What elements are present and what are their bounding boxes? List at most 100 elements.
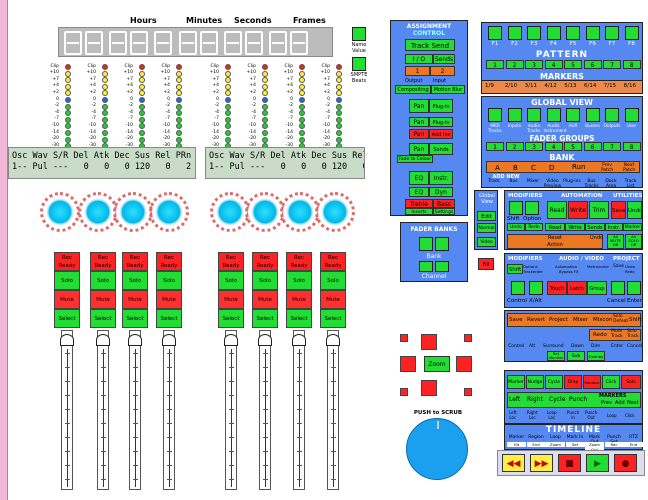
- arrow-down-left-button[interactable]: [400, 388, 408, 396]
- mute-button[interactable]: Mute: [54, 290, 80, 309]
- plugin-button-2[interactable]: Plug-in: [429, 117, 453, 127]
- channel-fader[interactable]: [326, 330, 340, 490]
- fader-cap[interactable]: [60, 334, 74, 346]
- stop-button[interactable]: ■: [558, 454, 581, 472]
- solo-button[interactable]: Solo: [218, 271, 244, 290]
- select-button[interactable]: Select: [90, 309, 116, 328]
- rec-ready-button[interactable]: Rec Ready: [218, 252, 244, 271]
- shift2-button[interactable]: Shift: [507, 264, 523, 274]
- marker-range-label[interactable]: 7/15: [603, 83, 617, 89]
- rec-ready-button[interactable]: Rec Ready: [320, 252, 346, 271]
- read-button[interactable]: Read: [547, 201, 567, 219]
- fader-group-button[interactable]: 3: [525, 142, 543, 151]
- pan-button-3[interactable]: Pan: [409, 129, 429, 139]
- undo-button[interactable]: Undo: [627, 201, 642, 219]
- channel-left-button[interactable]: [419, 261, 433, 272]
- add-new-item-button[interactable]: Track List: [624, 179, 637, 189]
- arrow-up-button[interactable]: [421, 334, 437, 350]
- add-ins-button[interactable]: Add Ins: [429, 129, 453, 139]
- motion-blur-button[interactable]: Motion Blur: [431, 85, 465, 94]
- mute-button[interactable]: Mute: [252, 290, 278, 309]
- dyn-button[interactable]: Dyn: [429, 187, 453, 197]
- bass-button[interactable]: Bass: [433, 199, 455, 208]
- marker-range-label[interactable]: 1/9: [485, 83, 494, 89]
- read-small-button[interactable]: Read: [545, 223, 565, 231]
- trim-button[interactable]: Trim: [589, 201, 609, 219]
- fader-group-button[interactable]: 5: [564, 142, 582, 151]
- punch-button[interactable]: Punch: [569, 396, 588, 403]
- plugin-button-1[interactable]: Plug-in: [429, 99, 453, 113]
- f-key-button[interactable]: [585, 26, 600, 40]
- revert-button[interactable]: Revert: [527, 317, 546, 323]
- inserts-button[interactable]: Inserts: [405, 208, 433, 215]
- mute-button[interactable]: Mute: [320, 290, 346, 309]
- vpot-knob[interactable]: [280, 192, 320, 232]
- fader-cap[interactable]: [128, 334, 142, 346]
- treble-button[interactable]: Treble: [405, 199, 433, 208]
- bank-letter-button[interactable]: D: [549, 164, 555, 172]
- smpte-beats-button[interactable]: [352, 57, 366, 71]
- set-monitor-button[interactable]: Set Monitor: [547, 351, 565, 361]
- instr-small-button[interactable]: Instr.: [605, 223, 623, 231]
- fader-group-button[interactable]: 7: [603, 142, 621, 151]
- timeline-item-button[interactable]: RTZ: [629, 435, 638, 440]
- fader-group-button[interactable]: 1: [486, 142, 504, 151]
- next-button[interactable]: Next: [627, 400, 639, 406]
- add-new-item-button[interactable]: Bus Tracks: [584, 179, 599, 189]
- rec-ready-button[interactable]: Rec Ready: [252, 252, 278, 271]
- mute-button[interactable]: Mute: [156, 290, 182, 309]
- prev-button[interactable]: Prev: [601, 400, 612, 406]
- marker-button[interactable]: Marker: [507, 375, 525, 389]
- solo-button[interactable]: Solo: [90, 271, 116, 290]
- pan-button-4[interactable]: Pan: [409, 143, 429, 155]
- left-button[interactable]: Left: [509, 396, 521, 403]
- channel-fader[interactable]: [60, 330, 74, 490]
- f-key-button[interactable]: [507, 26, 522, 40]
- drop-button[interactable]: Drop: [564, 375, 582, 389]
- marker-range-label[interactable]: 2/10: [504, 83, 518, 89]
- track-send-button[interactable]: Track Send: [405, 39, 455, 51]
- vpot-knob[interactable]: [210, 192, 250, 232]
- channel-right-button[interactable]: [435, 261, 449, 272]
- cycle-button[interactable]: Cycle: [545, 375, 563, 389]
- select-button[interactable]: Select: [54, 309, 80, 328]
- add-button[interactable]: Add: [615, 400, 625, 406]
- edit-button[interactable]: Edit: [477, 211, 496, 221]
- num2-button[interactable]: 2: [430, 66, 455, 76]
- fader-group-button[interactable]: 2: [505, 142, 524, 151]
- vpot-knob[interactable]: [78, 192, 118, 232]
- cancel-key-button[interactable]: [611, 281, 625, 295]
- arrow-down-button[interactable]: [421, 380, 437, 396]
- pattern-number-button[interactable]: 1: [486, 60, 504, 69]
- channel-fader[interactable]: [162, 330, 176, 490]
- pattern-number-button[interactable]: 4: [544, 60, 563, 69]
- mute-track-button[interactable]: Mute Track: [611, 329, 623, 339]
- global-view-button[interactable]: [566, 108, 580, 122]
- compositing-button[interactable]: Compositing: [395, 85, 431, 94]
- fast-forward-button[interactable]: ▶▶: [530, 454, 553, 472]
- replace-button[interactable]: Replace: [583, 375, 601, 389]
- cycle2-button[interactable]: Cycle: [549, 396, 566, 403]
- fader-cap[interactable]: [326, 334, 340, 346]
- add-new-item-button[interactable]: Track: [488, 179, 500, 184]
- rec-ready-button[interactable]: Rec Ready: [286, 252, 312, 271]
- normal-button[interactable]: Normal: [477, 223, 496, 233]
- instr-button[interactable]: Instr.: [429, 171, 453, 185]
- solo-button[interactable]: Solo: [122, 271, 148, 290]
- edit-save-button[interactable]: Save: [509, 317, 523, 323]
- global-view-button[interactable]: [507, 108, 522, 122]
- timeline-item-button[interactable]: Loop: [550, 435, 561, 440]
- click-button[interactable]: Click: [602, 375, 620, 389]
- global-view-button[interactable]: [605, 108, 619, 122]
- select-button[interactable]: Select: [122, 309, 148, 328]
- fader-group-button[interactable]: 4: [544, 142, 563, 151]
- pattern-number-button[interactable]: 8: [622, 60, 641, 69]
- rec-ready-button[interactable]: Rec Ready: [156, 252, 182, 271]
- fader-group-button[interactable]: 8: [622, 142, 641, 151]
- f-key-button[interactable]: [488, 26, 502, 40]
- enter-key-button[interactable]: [627, 281, 641, 295]
- sends-button[interactable]: Sends: [433, 54, 455, 64]
- mute-button[interactable]: Mute: [218, 290, 244, 309]
- mixer-button[interactable]: Mixer: [573, 317, 589, 323]
